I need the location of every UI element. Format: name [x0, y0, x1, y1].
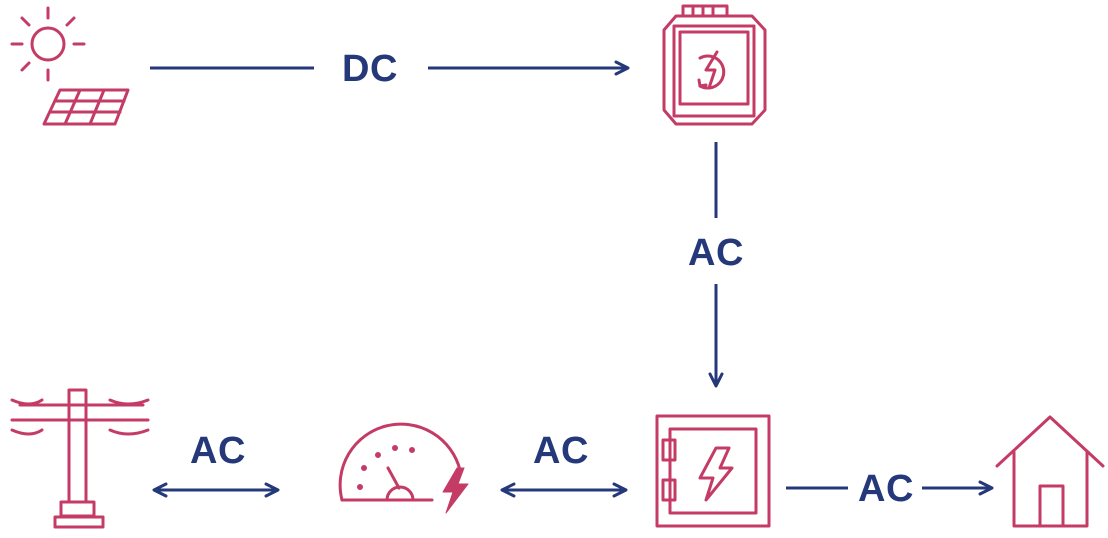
label-panel-home: AC	[858, 468, 914, 510]
label-meter-panel: AC	[533, 430, 589, 472]
utility-pole-icon	[10, 388, 150, 529]
label-solar-inverter: DC	[342, 48, 398, 90]
label-inverter-panel: AC	[688, 232, 744, 274]
inverter-icon	[662, 4, 767, 126]
house-icon	[995, 415, 1105, 528]
label-grid-meter: AC	[190, 430, 246, 472]
energy-meter-icon	[338, 422, 469, 514]
electrical-panel-icon	[655, 414, 771, 528]
solar-panel-icon	[10, 6, 130, 126]
